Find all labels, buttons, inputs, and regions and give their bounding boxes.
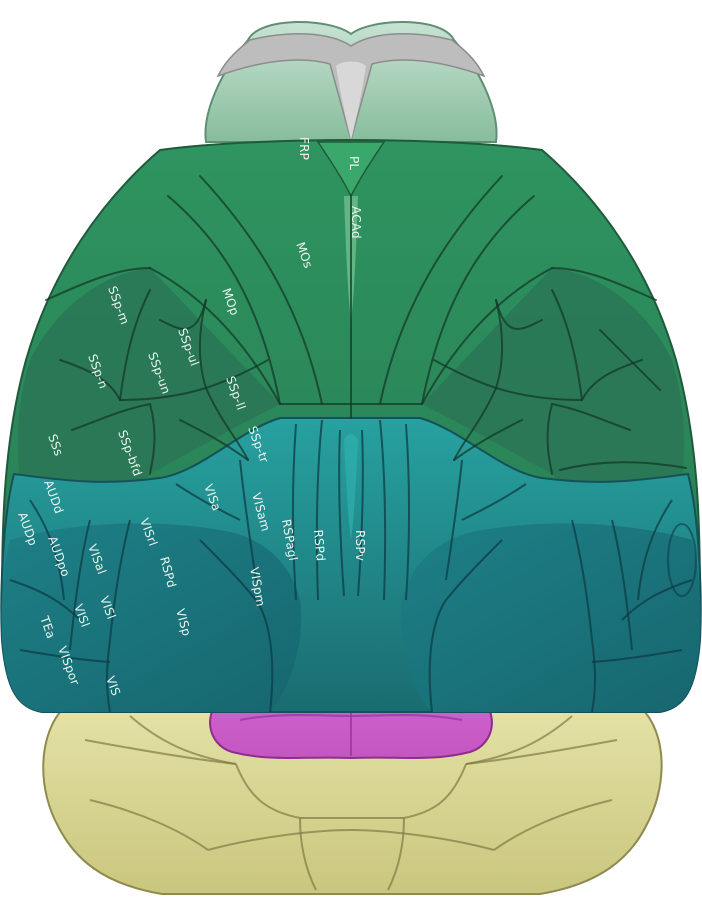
label-frp: FRP — [297, 137, 311, 160]
label-pl: PL — [347, 156, 361, 170]
label-rspv: RSPv — [353, 530, 367, 561]
label-rspd-center: RSPd — [311, 529, 328, 562]
label-acad: ACAd — [349, 206, 363, 239]
olfactory-bulb — [205, 22, 496, 142]
